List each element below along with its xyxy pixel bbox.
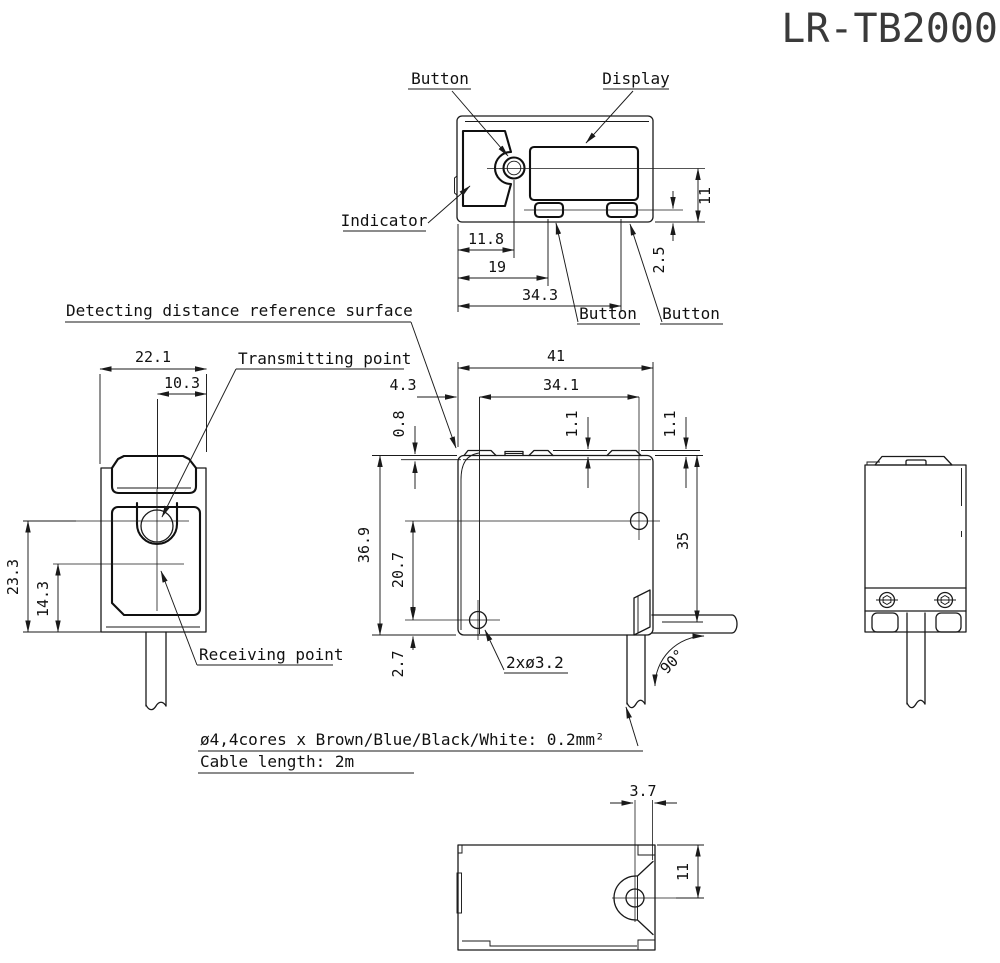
dim-button-offset: 2.5: [650, 246, 668, 273]
dim-20-7: 20.7: [389, 552, 407, 588]
cable-length-text: Cable length: 2m: [200, 752, 354, 771]
dim-41: 41: [547, 347, 565, 365]
round-button: [502, 156, 526, 180]
dim-display-height: 11: [696, 187, 714, 205]
dim-1-1-front: 1.1: [563, 410, 581, 437]
front-view: 22.1 10.3 23.3 14.3 Detecting distance r…: [4, 301, 457, 711]
dim-10-3: 10.3: [164, 374, 200, 392]
label-button-bottom-left: Button: [579, 304, 637, 323]
front-view-body: [100, 467, 207, 633]
dim-19: 19: [488, 258, 506, 276]
label-display: Display: [602, 69, 670, 88]
screw-right: [934, 591, 956, 609]
dim-3-7: 3.7: [629, 782, 656, 800]
label-mounting-holes: 2xø3.2: [506, 653, 564, 672]
dim-23-3: 23.3: [4, 559, 22, 595]
bend-angle-arc: [652, 633, 705, 687]
display-window: [528, 145, 640, 202]
label-button-bottom-right: Button: [662, 304, 720, 323]
label-detecting-surface: Detecting distance reference surface: [66, 301, 413, 320]
cable-spec-text: ø4,4cores x Brown/Blue/Black/White: 0.2m…: [200, 730, 605, 749]
dim-35: 35: [674, 532, 692, 550]
dim-36-9: 36.9: [355, 527, 373, 563]
side-view: 90° 41 34.1 4.3 0.8 1.1 1.1 36.9 20.7: [355, 347, 738, 709]
dim-34-3: 34.3: [522, 286, 558, 304]
rear-view-body: [864, 464, 967, 633]
label-indicator: Indicator: [341, 211, 428, 230]
dim-22-1: 22.1: [135, 348, 171, 366]
receiver-window: [110, 505, 202, 617]
dim-4-3: 4.3: [389, 376, 416, 394]
indicator-window: [461, 129, 513, 208]
bottom-view-body: [457, 844, 656, 951]
display-hood: [110, 454, 198, 495]
rear-view-cap: [874, 455, 953, 466]
drawing-title: LR-TB2000: [781, 6, 998, 52]
dim-11-8: 11.8: [468, 230, 504, 248]
dim-11-bottom: 11: [674, 863, 692, 881]
dim-2-7: 2.7: [389, 650, 407, 677]
top-view-body: [456, 115, 654, 223]
top-view: 11 2.5 11.8 19 34.3 Button Display Indic…: [341, 69, 723, 325]
side-view-body: [457, 454, 654, 636]
screw-left: [876, 591, 898, 609]
label-button-top: Button: [411, 69, 469, 88]
rear-view: [864, 455, 967, 709]
label-receiving-point: Receiving point: [199, 645, 344, 664]
label-90-deg: 90°: [657, 646, 689, 678]
label-transmitting-point: Transmitting point: [238, 349, 411, 368]
dim-14-3: 14.3: [34, 581, 52, 617]
cable-gland: [633, 589, 651, 636]
cable-clamp-right: [935, 612, 962, 633]
dim-1-1-rear: 1.1: [661, 410, 679, 437]
cable-note: ø4,4cores x Brown/Blue/Black/White: 0.2m…: [198, 706, 643, 774]
cable-clamp-left: [871, 612, 899, 633]
bottom-view: 3.7 11: [456, 782, 704, 951]
dim-0-8: 0.8: [390, 410, 408, 437]
dim-34-1: 34.1: [543, 376, 579, 394]
